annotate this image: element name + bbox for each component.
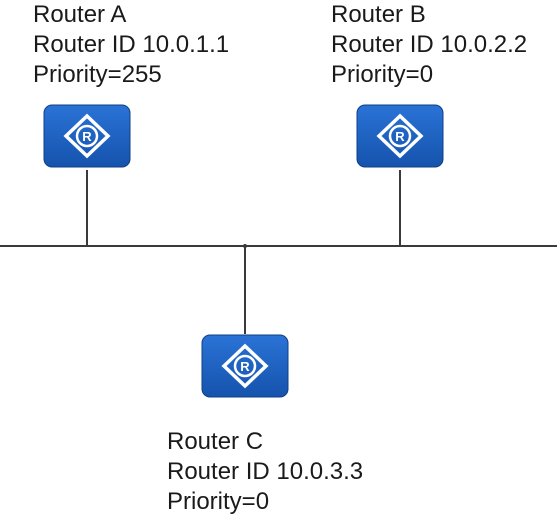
router-b-priority: Priority=0: [331, 61, 434, 88]
router-icon: R: [356, 104, 444, 168]
router-b-label: Router B Router ID 10.0.2.2 Priority=0: [331, 0, 527, 90]
router-c-icon: R: [201, 334, 289, 398]
router-icon: R: [43, 104, 131, 168]
router-a-priority: Priority=255: [33, 61, 162, 88]
router-icon: R: [201, 334, 289, 398]
router-a-icon: R: [43, 104, 131, 168]
router-c-name: Router C: [167, 428, 264, 455]
router-c-priority: Priority=0: [167, 488, 270, 515]
router-b-name: Router B: [331, 1, 426, 28]
router-a-name: Router A: [33, 1, 127, 28]
router-b-id: Router ID 10.0.2.2: [331, 31, 528, 58]
svg-text:R: R: [240, 359, 250, 374]
router-b-icon: R: [356, 104, 444, 168]
svg-text:R: R: [395, 129, 405, 144]
router-c-label: Router C Router ID 10.0.3.3 Priority=0: [167, 427, 363, 517]
router-c-junction-dot: [243, 244, 247, 248]
router-a-label: Router A Router ID 10.0.1.1 Priority=255: [33, 0, 229, 90]
router-a-id: Router ID 10.0.1.1: [33, 31, 230, 58]
svg-text:R: R: [82, 129, 92, 144]
router-c-id: Router ID 10.0.3.3: [167, 458, 364, 485]
